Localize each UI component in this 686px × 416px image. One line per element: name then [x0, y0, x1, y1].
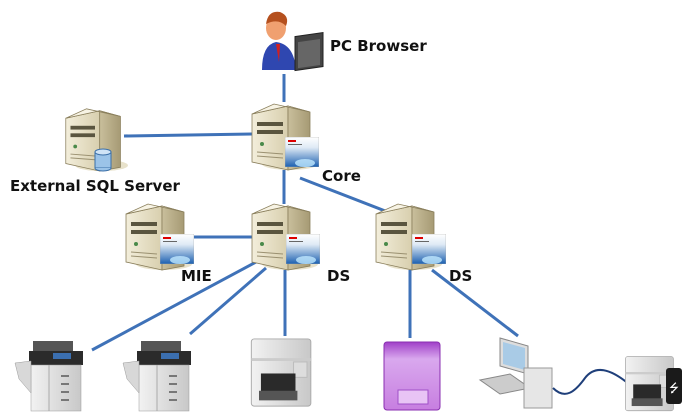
mfp-icon [14, 340, 84, 412]
person-at-computer-icon [262, 11, 324, 72]
network-links [91, 74, 519, 352]
label-core: Core [322, 167, 361, 185]
software-card-icon [412, 234, 446, 264]
printer-icon [250, 338, 312, 407]
label-ds-right: DS [449, 267, 473, 285]
usb-cable [552, 369, 631, 395]
software-card-icon [286, 234, 320, 264]
software-card-icon [160, 234, 194, 264]
database-icon [94, 148, 112, 172]
link-ds-mfp2 [189, 266, 267, 336]
desktop-pc-icon [478, 337, 553, 409]
mfp-icon [122, 340, 192, 412]
label-ds-left: DS [327, 267, 351, 285]
label-mie: MIE [181, 267, 212, 285]
svg-text:⭍: ⭍ [669, 381, 679, 395]
software-card-icon [285, 137, 319, 167]
link-core-ds-right [299, 176, 399, 218]
link-dsr-pc [431, 268, 519, 338]
label-sql-server: External SQL Server [10, 177, 180, 195]
usb-icon: ⭍ [666, 368, 682, 404]
link-sql-core [123, 132, 253, 138]
link-ds-mfp1 [91, 260, 257, 352]
label-pc-browser: PC Browser [330, 37, 427, 55]
printer-icon-purple [383, 341, 441, 411]
